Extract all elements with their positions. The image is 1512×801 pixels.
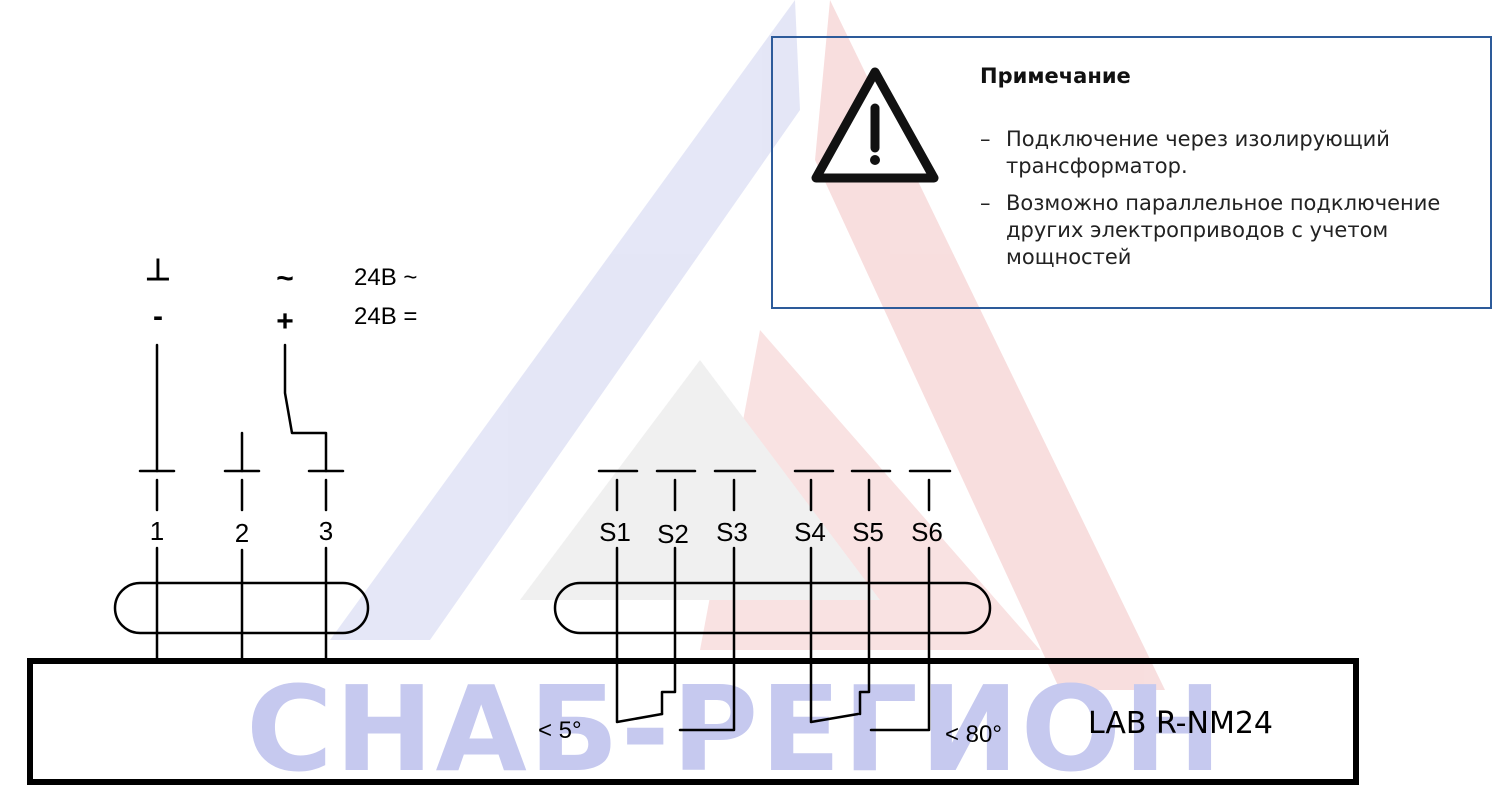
device-model: LAB R-NM24 [1088,706,1273,741]
aux-switch-2-common [809,546,860,724]
note-box: Примечание Подключение через изолирующий… [771,36,1492,309]
terminal-s2-label: S2 [657,519,689,549]
switch-terminal-labels: S1 S2 S3 S4 S5 S6 [599,517,943,549]
aux-switch-2-angle: < 80° [945,721,1002,748]
terminal-s1-label: S1 [599,517,631,547]
aux-switch-1-s2 [660,546,677,716]
terminal-s6-label: S6 [911,517,943,547]
terminal-2-label: 2 [235,518,249,548]
terminal-s3-label: S3 [716,517,748,547]
actuator-housing [27,658,1359,785]
cable-gland-power [113,581,370,635]
ac-live-symbol: ~ [276,262,294,295]
dc-voltage-label: 24В = [354,303,417,330]
terminal-s4-label: S4 [794,517,826,547]
note-item: Возможно параллельное подключение других… [980,190,1480,271]
wire-terminal-3 [283,343,328,473]
cable-gland-switches [553,581,992,635]
aux-switch-2-s6 [869,546,931,732]
aux-switch-1-angle: < 5° [538,717,582,744]
note-title: Примечание [980,64,1131,88]
terminal-1-label: 1 [150,516,164,546]
dc-minus-symbol: - [153,300,163,333]
ac-voltage-label: 24В ~ [354,264,417,291]
aux-switch-2-s5 [858,546,871,716]
terminal-s5-label: S5 [852,517,884,547]
ac-neutral-symbol: ⊥ [145,254,171,287]
warning-triangle-icon [811,67,939,183]
terminal-3-label: 3 [319,516,333,546]
power-terminal-labels: 1 2 3 [150,516,333,548]
aux-switch-1-s3 [678,546,736,732]
note-item: Подключение через изолирующий трансформа… [980,126,1480,180]
note-list: Подключение через изолирующий трансформа… [980,126,1480,281]
dc-plus-symbol: + [276,305,294,338]
wires [113,343,992,732]
aux-switch-1-common [615,546,664,724]
